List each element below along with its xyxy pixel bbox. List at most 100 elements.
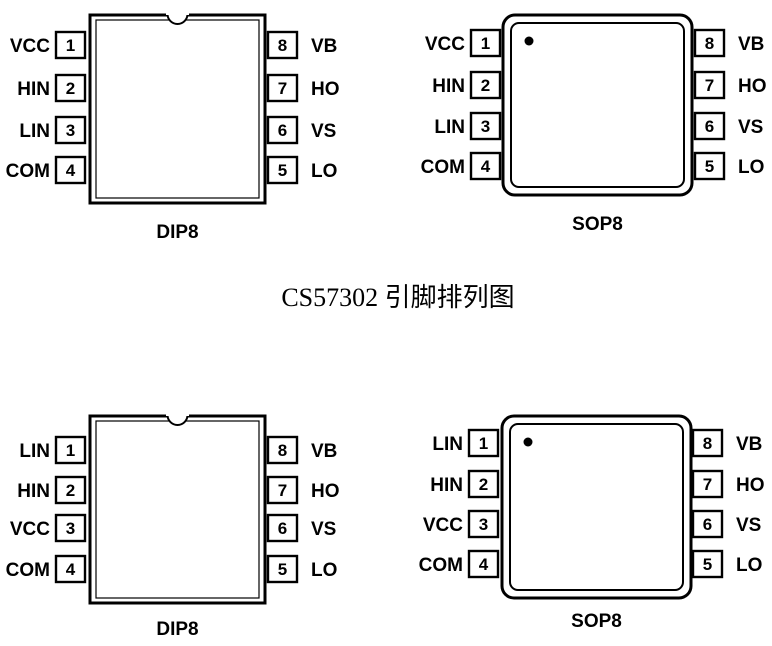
pin-box [54,435,87,465]
pin-number: 5 [278,161,287,180]
pin-box [691,509,724,539]
pin-number: 8 [703,434,712,453]
pin-label: VCC [423,515,463,536]
pin-box [469,151,502,181]
pin-box [693,111,726,141]
pin-box [266,475,299,505]
pin-number: 4 [479,555,489,574]
pin-number: 2 [66,79,75,98]
dip-body-outline [88,13,267,205]
pin-number: 1 [481,34,490,53]
pin-number: 8 [705,34,714,53]
pin-number: 2 [481,76,490,95]
package-name: DIP8 [156,222,198,243]
pin-box [54,155,87,185]
diagram-caption: CS57302 引脚排列图 [281,283,514,312]
pin-number: 1 [479,434,488,453]
pin-label: LIN [19,441,50,462]
pin-label: COM [421,157,465,178]
pin-label: LIN [432,434,463,455]
pin-number: 2 [479,475,488,494]
pin-number: 4 [481,157,491,176]
pin-number: 3 [479,515,488,534]
pin-box [469,28,502,58]
pin1-marker-dot [524,36,534,46]
pin-label: HO [738,76,767,97]
pin-label: HIN [432,76,465,97]
pin-label: HO [311,79,340,100]
pin-label: LO [738,157,764,178]
pin-label: HIN [17,481,50,502]
pin-1: 1 LIN [432,428,500,458]
pin-8: 8 VB [693,28,764,58]
pin-number: 3 [66,121,75,140]
pin-box [691,428,724,458]
pin-box [54,30,87,60]
pin-box [691,469,724,499]
pin-box [54,73,87,103]
pin-number: 5 [705,157,714,176]
pin-label: VCC [425,34,465,55]
sop-body-inner [509,423,684,591]
pin-number: 4 [66,161,76,180]
pin-number: 1 [66,36,75,55]
pin-4: 4 COM [419,549,500,579]
pin-number: 3 [66,519,75,538]
pin-label: COM [419,555,463,576]
pin-2: 2 HIN [430,469,500,499]
dip-notch [166,13,189,25]
pin-box [691,549,724,579]
pin-label: LIN [434,117,465,138]
pin-4: 4 COM [421,151,502,181]
pin-label: VS [311,519,336,540]
pin-number: 1 [66,441,75,460]
pin-box [266,435,299,465]
dip-notch [166,414,189,426]
pin-box [266,155,299,185]
pin-label: HO [311,481,340,502]
pin-label: HIN [430,475,463,496]
pin-number: 4 [66,560,76,579]
pin-number: 5 [703,555,712,574]
pin-box [54,115,87,145]
pin-box [54,475,87,505]
pin-box [467,428,500,458]
pin-label: VB [738,34,764,55]
package-name: SOP8 [572,214,623,235]
pin-number: 8 [278,441,287,460]
pin-3: 3 LIN [19,115,87,145]
pin-label: LIN [19,121,50,142]
pin-label: VB [311,36,337,57]
pin-label: COM [6,560,50,581]
pin-box [266,30,299,60]
pin-number: 6 [703,515,712,534]
pin-label: HIN [17,79,50,100]
pin-box [693,151,726,181]
pin-box [467,469,500,499]
pin-box [469,111,502,141]
pin-box [469,70,502,100]
pin-box [467,509,500,539]
pin1-marker-dot [523,437,533,447]
pin-box [693,70,726,100]
pin-label: HO [736,475,765,496]
sop-body-inner [510,22,685,188]
